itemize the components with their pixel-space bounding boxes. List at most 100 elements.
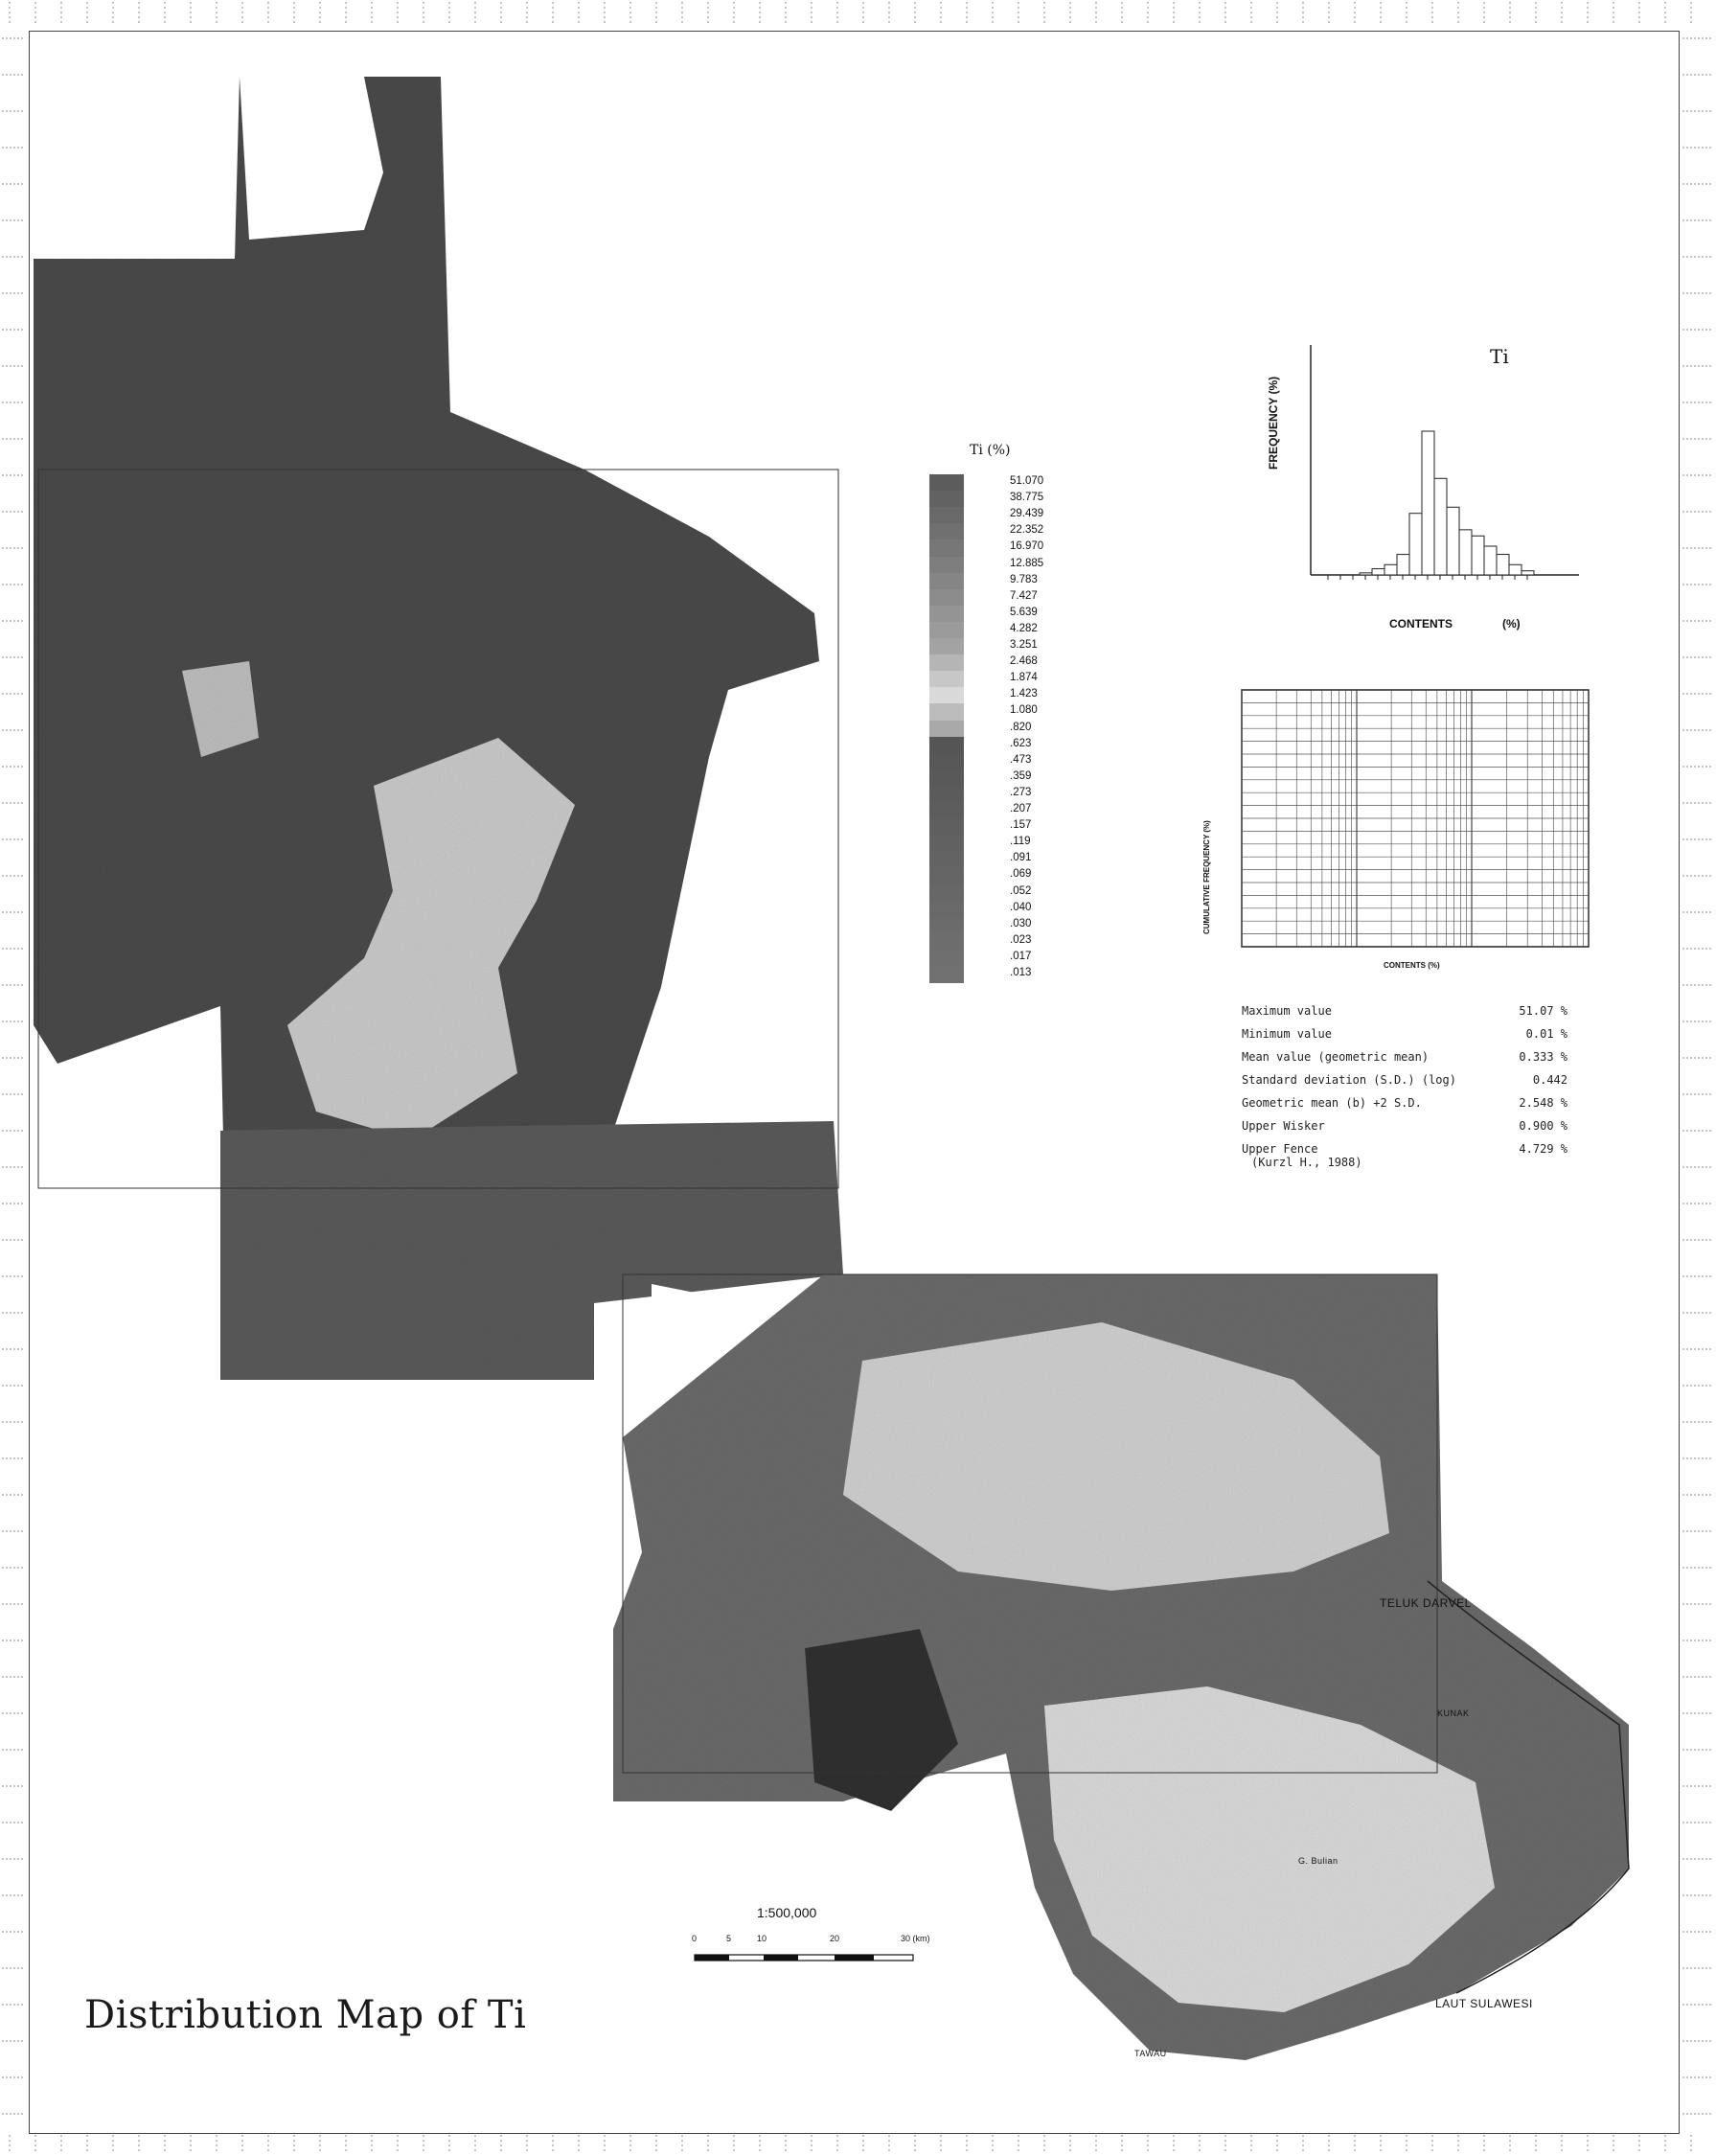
stat-row: Upper Fence 4.729 % xyxy=(1242,1142,1567,1156)
legend-swatch xyxy=(929,752,964,770)
legend-swatch xyxy=(929,949,964,967)
map-zone-light-central xyxy=(287,738,575,1140)
legend-swatch xyxy=(929,605,964,623)
cumulative-x-label: CONTENTS (%) xyxy=(1384,961,1440,970)
legend-swatch xyxy=(929,900,964,918)
legend-swatch xyxy=(929,523,964,540)
legend-swatch xyxy=(929,835,964,852)
stat-row: (Kurzl H., 1988) xyxy=(1242,1156,1567,1179)
map-inlet-top xyxy=(240,77,383,240)
legend-value: 4.282 xyxy=(1010,622,1038,634)
legend-value: .030 xyxy=(1010,917,1032,929)
legend-value: 9.783 xyxy=(1010,573,1038,585)
histogram-x-unit: (%) xyxy=(1502,617,1521,631)
legend-value: 1.423 xyxy=(1010,688,1038,700)
legend-value: 7.427 xyxy=(1010,589,1038,602)
legend-swatch xyxy=(929,654,964,672)
stat-value: 4.729 % xyxy=(1519,1142,1567,1156)
legend-swatch xyxy=(929,768,964,787)
legend-value: .023 xyxy=(1010,933,1032,946)
legend-value: 29.439 xyxy=(1010,508,1044,520)
stat-label: Upper Wisker xyxy=(1242,1119,1325,1133)
legend-value: 16.970 xyxy=(1010,540,1044,553)
legend-value: 51.070 xyxy=(1010,475,1044,487)
stat-label: Standard deviation (S.D.) (log) xyxy=(1242,1073,1456,1087)
legend-swatch xyxy=(929,638,964,655)
legend-title: Ti (%) xyxy=(970,443,1011,458)
map-zone-light-west xyxy=(182,661,259,757)
legend-value: .359 xyxy=(1010,769,1032,782)
scale-ratio: 1:500,000 xyxy=(757,1905,817,1920)
legend-swatch xyxy=(929,491,964,508)
scale-tick: 5 xyxy=(726,1934,732,1943)
coastline xyxy=(1427,1580,1630,1994)
legend-swatch xyxy=(929,916,964,934)
legend-swatch xyxy=(929,621,964,639)
stat-row: Minimum value 0.01 % xyxy=(1242,1027,1567,1050)
stat-value: 2.548 % xyxy=(1519,1096,1567,1110)
legend-swatch xyxy=(929,671,964,688)
stat-row: Mean value (geometric mean)0.333 % xyxy=(1242,1050,1567,1073)
scale-tick: 10 xyxy=(757,1934,767,1943)
legend-swatch xyxy=(929,703,964,721)
legend-swatch xyxy=(929,966,964,983)
histogram-x-label: CONTENTS xyxy=(1389,617,1453,631)
map-zone-light-south-east xyxy=(1044,1686,1495,2012)
legend-swatch xyxy=(929,818,964,836)
legend-value: .013 xyxy=(1010,967,1032,978)
sheet-outline-2 xyxy=(622,1273,1438,1774)
legend-swatch xyxy=(929,687,964,704)
legend-value: .052 xyxy=(1010,884,1032,897)
stat-row: Upper Wisker 0.900 % xyxy=(1242,1119,1567,1142)
place-tawau: TAWAU xyxy=(1134,2049,1167,2058)
legend-value: 1.080 xyxy=(1010,704,1038,717)
stat-value: 0.900 % xyxy=(1519,1119,1567,1133)
legend-value: 1.874 xyxy=(1010,672,1038,684)
legend-value: .207 xyxy=(1010,803,1032,814)
place-teluk-darvel: TELUK DARVEL xyxy=(1380,1596,1472,1610)
legend-swatch xyxy=(929,539,964,557)
legend-value: .623 xyxy=(1010,737,1032,749)
legend-swatch xyxy=(929,802,964,819)
scale-bar xyxy=(694,1954,914,1961)
legend-value: 12.885 xyxy=(1010,557,1044,569)
map-title: Distribution Map of Ti xyxy=(84,1993,527,2037)
stat-value: 0.01 % xyxy=(1525,1027,1567,1041)
scale-tick: 30 (km) xyxy=(901,1934,930,1943)
stat-row: Standard deviation (S.D.) (log) 0.442 xyxy=(1242,1073,1567,1096)
legend-swatch xyxy=(929,736,964,754)
map-region-north xyxy=(34,77,819,1227)
scale-tick: 20 xyxy=(830,1934,840,1943)
place-g-bulian: G. Bulian xyxy=(1298,1856,1338,1866)
stat-label: Mean value (geometric mean) xyxy=(1242,1050,1430,1064)
map-zone-light-east xyxy=(843,1322,1389,1591)
histogram-title: Ti xyxy=(1490,345,1509,368)
legend-value: .017 xyxy=(1010,950,1032,962)
stat-row: Geometric mean (b) +2 S.D.2.548 % xyxy=(1242,1096,1567,1119)
legend-value: .473 xyxy=(1010,753,1032,766)
legend-swatch xyxy=(929,556,964,574)
map-inner-frame xyxy=(29,31,1680,2134)
stat-label: Minimum value xyxy=(1242,1027,1332,1041)
legend-swatch xyxy=(929,932,964,951)
legend-value: 2.468 xyxy=(1010,655,1038,668)
stat-label: Upper Fence xyxy=(1242,1142,1318,1156)
place-kunak: KUNAK xyxy=(1437,1709,1470,1718)
legend-swatch xyxy=(929,867,964,884)
legend-value: .820 xyxy=(1010,721,1032,733)
legend-swatch xyxy=(929,720,964,738)
legend-value: 5.639 xyxy=(1010,606,1038,618)
stat-value: 0.442 xyxy=(1532,1073,1567,1087)
scale-tick: 0 xyxy=(692,1934,698,1943)
stat-reference: (Kurzl H., 1988) xyxy=(1251,1156,1362,1169)
map-region-south-west xyxy=(220,1121,843,1380)
legend-swatch xyxy=(929,851,964,868)
legend-value: .157 xyxy=(1010,819,1032,832)
legend-value: .069 xyxy=(1010,868,1032,881)
